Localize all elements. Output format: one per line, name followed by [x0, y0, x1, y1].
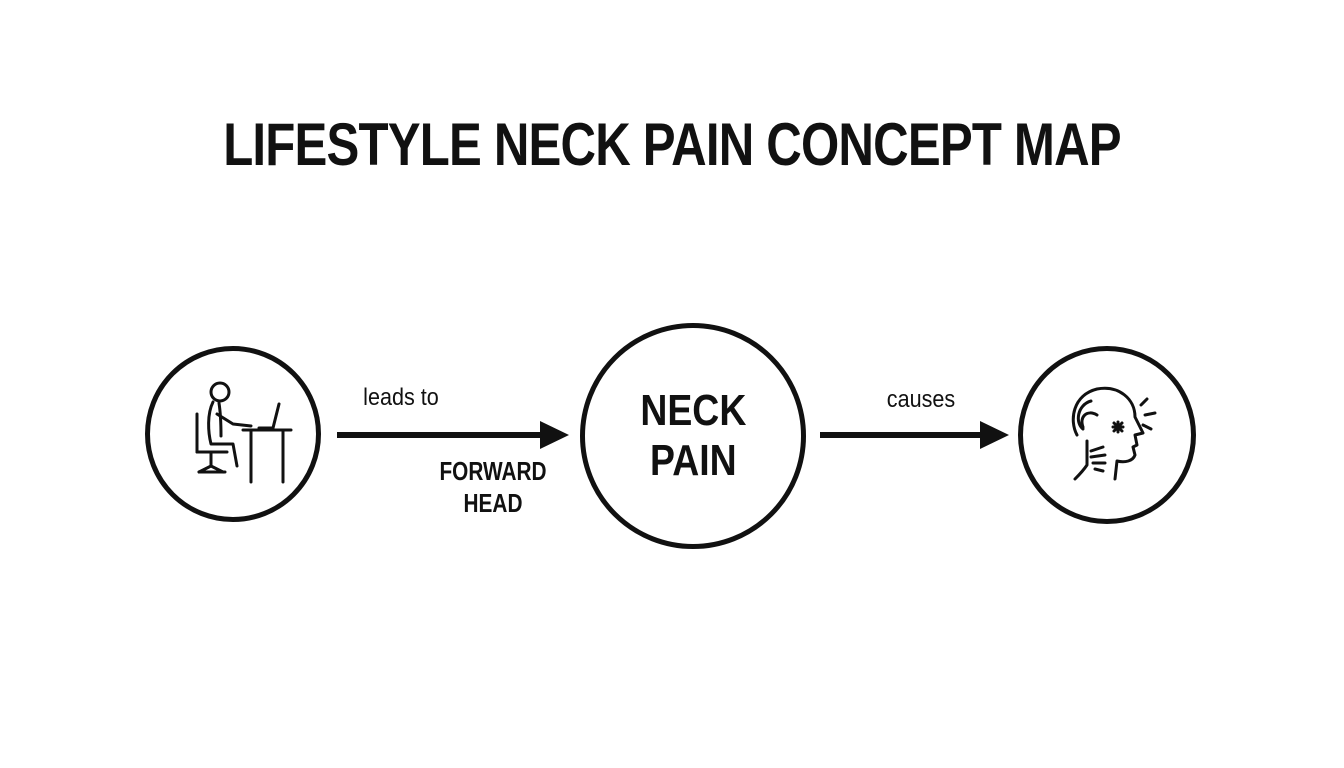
head-neck-pain-icon [1071, 386, 1157, 481]
center-label-line-1: NECK [640, 386, 746, 435]
node-sedentary-desk [145, 346, 321, 522]
edge-label-leads-to: leads to [363, 384, 439, 411]
node-neck-pain-label: NECK PAIN [640, 386, 746, 486]
arrow-leads-to [337, 421, 569, 449]
edge-label-causes: causes [886, 386, 956, 413]
arrow-causes [820, 421, 1009, 449]
node-symptoms [1018, 346, 1196, 524]
node-neck-pain: NECK PAIN [580, 323, 806, 549]
edge-sublabel-forward-head: FORWARD HEAD [439, 455, 546, 519]
sublabel-line-1: FORWARD [439, 456, 547, 486]
sublabel-line-2: HEAD [463, 488, 523, 518]
center-label-line-2: PAIN [649, 436, 737, 485]
page-title: LIFESTYLE NECK PAIN CONCEPT MAP [223, 111, 1121, 178]
person-at-desk-icon [195, 381, 293, 484]
